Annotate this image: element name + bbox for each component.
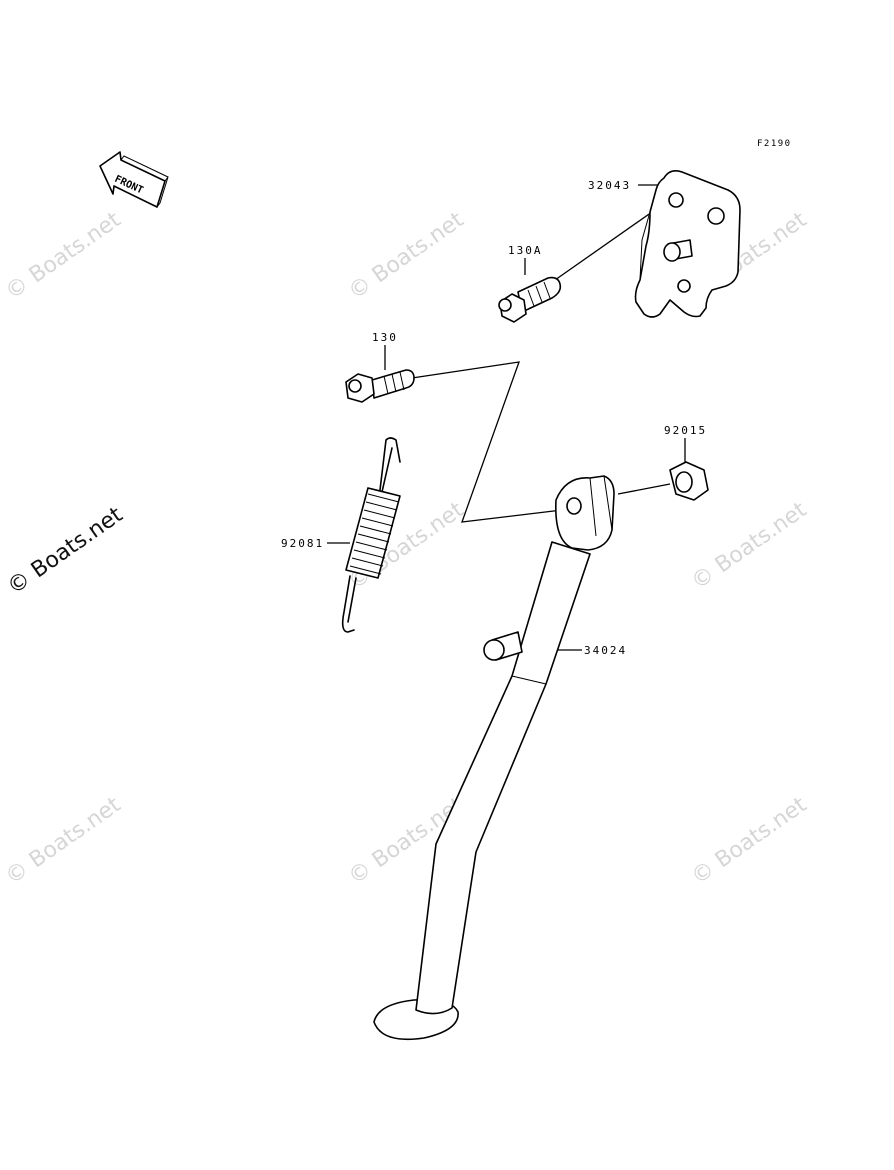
part-label-92081: 92081 [281, 537, 324, 550]
watermark: © Boats.net [687, 792, 812, 890]
part-label-32043: 32043 [588, 179, 631, 192]
bracket-32043 [634, 170, 741, 318]
part-label-130: 130 [372, 331, 398, 344]
spring-92081 [341, 437, 401, 633]
watermark: © Boats.net [687, 497, 812, 595]
nut-92015 [669, 461, 709, 501]
figure-code: F2190 [757, 139, 792, 149]
part-label-130a: 130A [508, 244, 543, 257]
watermark: © Boats.net [1, 792, 126, 890]
bolt-130a [498, 276, 562, 323]
watermark: © Boats.net [1, 207, 126, 305]
front-arrow-icon: FRONT [99, 151, 169, 208]
side-stand-34024 [373, 475, 615, 1041]
bolt-130 [345, 369, 415, 403]
leader-lines [327, 184, 686, 651]
watermark: © Boats.net [344, 207, 469, 305]
part-label-34024: 34024 [584, 644, 627, 657]
watermark-dark: © Boats.net [3, 502, 128, 600]
part-labels: 32043 130A 130 92015 92081 34024 [281, 179, 707, 657]
part-label-92015: 92015 [664, 424, 707, 437]
